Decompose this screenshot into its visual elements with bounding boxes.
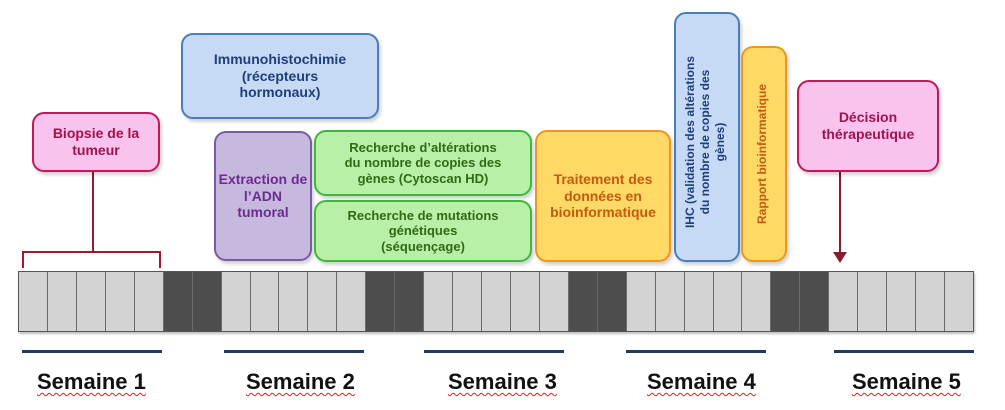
- copy-number-search-box: Recherche d’altérations du nombre de cop…: [314, 130, 532, 196]
- day-cell: [251, 272, 280, 331]
- ihc-label-line: du nombre de copies des: [698, 69, 712, 215]
- day-cell: [916, 272, 945, 331]
- day-cell: [106, 272, 135, 331]
- day-cell: [858, 272, 888, 331]
- biopsy-label-line: tumeur: [72, 142, 120, 158]
- mutations-label-line: génétiques: [388, 223, 458, 239]
- day-cell: [656, 272, 685, 331]
- ihc-validation-box: [674, 12, 740, 262]
- day-cell: [714, 272, 743, 331]
- report-label-line: Rapport bioinformatique: [755, 84, 769, 224]
- immuno-label-line: hormonaux): [239, 84, 321, 101]
- day-cell: [482, 272, 511, 331]
- week-2-label: Semaine 2: [246, 369, 355, 394]
- decision-arrow-head: [833, 252, 847, 263]
- ihc-validation-text: IHC (validation des altérations du nombr…: [683, 20, 731, 264]
- ihc-label-line: IHC (validation des altérations: [683, 55, 697, 229]
- mutation-search-box: Recherche de mutations génétiques (séque…: [314, 200, 532, 262]
- immuno-label-line: Immunohistochimie: [213, 51, 347, 68]
- biopsy-box: Biopsie de la tumeur: [32, 112, 160, 172]
- mutations-label-line: (séquençage): [381, 238, 465, 254]
- processing-label-line: données en: [564, 187, 642, 204]
- dna-extraction-box: Extraction de l’ADN tumoral: [214, 131, 312, 261]
- bioinformatics-report-box: [741, 46, 787, 262]
- weekend-cell: [395, 272, 425, 331]
- day-cell: [945, 272, 973, 331]
- processing-label-line: bioinformatique: [550, 204, 656, 221]
- decision-label-line: thérapeutique: [821, 126, 915, 142]
- timeline-bar: [18, 271, 974, 332]
- day-cell: [742, 272, 772, 331]
- day-cell: [511, 272, 540, 331]
- day-cell: [424, 272, 454, 331]
- biopsy-bracket: [22, 172, 161, 268]
- processing-label-line: Traitement des: [553, 171, 653, 188]
- week-5-label: Semaine 5: [852, 369, 961, 394]
- ihc-label-line: gènes): [713, 122, 727, 162]
- weekend-cell: [771, 272, 801, 331]
- weekend-cell: [800, 272, 830, 331]
- day-cell: [77, 272, 106, 331]
- immunohistochemistry-box: Immunohistochimie (récepteurs hormonaux): [181, 33, 379, 119]
- bioinformatics-processing-box: Traitement des données en bioinformatiqu…: [535, 130, 671, 262]
- day-cell: [685, 272, 714, 331]
- decision-label-line: Décision: [838, 109, 898, 126]
- week-2-line: [224, 350, 364, 353]
- day-cell: [540, 272, 569, 331]
- day-cell: [829, 272, 859, 331]
- day-cell: [887, 272, 917, 331]
- week-1-line: [22, 350, 162, 353]
- weekend-cell: [163, 272, 193, 331]
- mutations-label-line: Recherche de mutations: [347, 208, 499, 223]
- extraction-label-line: l’ADN: [243, 187, 283, 204]
- extraction-label-line: Extraction de: [218, 171, 308, 188]
- cnv-label-line: du nombre de copies des: [344, 155, 502, 171]
- week-4-label: Semaine 4: [647, 369, 756, 394]
- weekend-cell: [366, 272, 396, 331]
- day-cell: [453, 272, 482, 331]
- day-cell: [308, 272, 338, 331]
- day-cell: [48, 272, 77, 331]
- immuno-label-line: (récepteurs: [241, 67, 319, 84]
- weekend-cell: [568, 272, 598, 331]
- extraction-label-line: tumoral: [237, 204, 289, 221]
- bioinformatics-report-text: Rapport bioinformatique: [755, 54, 773, 254]
- day-cell: [279, 272, 309, 331]
- day-cell: [19, 272, 48, 331]
- therapeutic-decision-box: Décision thérapeutique: [797, 80, 939, 172]
- day-cell: [222, 272, 251, 331]
- day-cell: [135, 272, 164, 331]
- week-3-line: [424, 350, 564, 353]
- cnv-label-line: Recherche d’altérations: [349, 140, 497, 155]
- week-4-line: [626, 350, 766, 353]
- biopsy-label-line: Biopsie de la: [52, 125, 140, 142]
- day-cell: [627, 272, 656, 331]
- week-3-label: Semaine 3: [448, 369, 557, 394]
- week-5-line: [834, 350, 974, 353]
- weekend-cell: [597, 272, 627, 331]
- day-cell: [337, 272, 367, 331]
- weekend-cell: [192, 272, 222, 331]
- cnv-label-line: gènes (Cytoscan HD): [357, 170, 489, 186]
- week-1-label: Semaine 1: [37, 369, 146, 394]
